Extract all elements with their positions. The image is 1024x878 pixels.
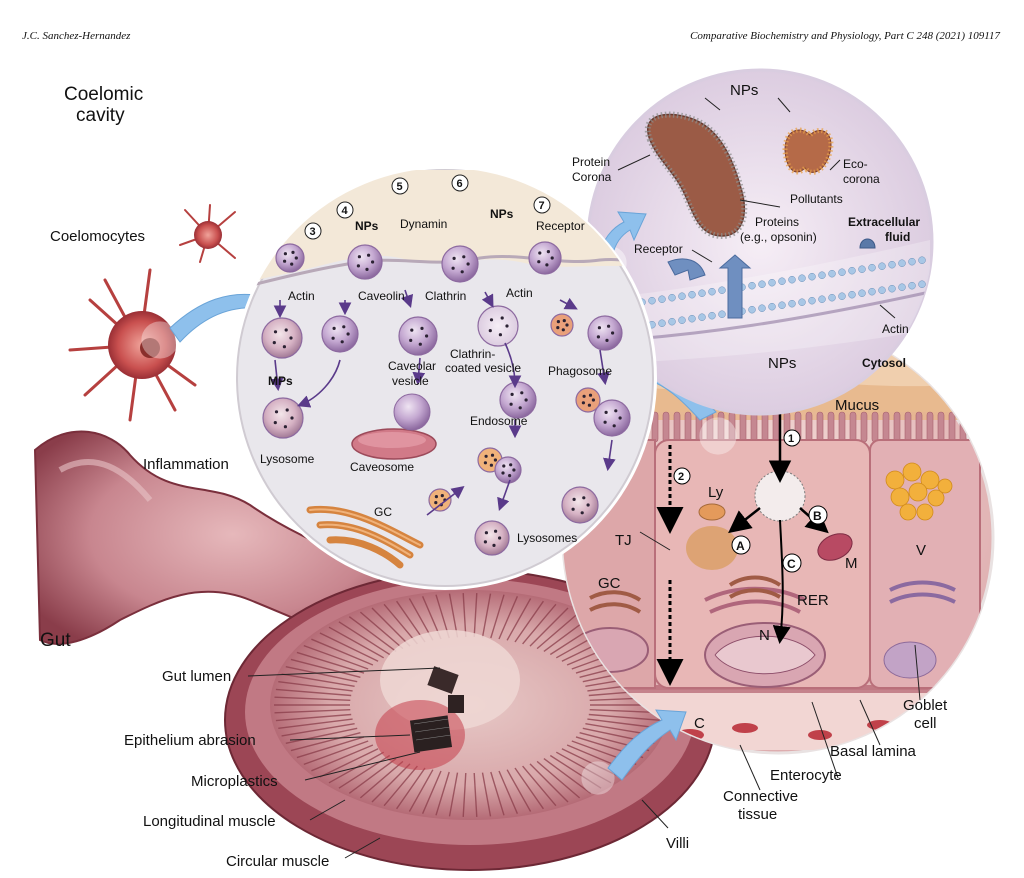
label-v: V xyxy=(916,542,926,559)
label-inflammation: Inflammation xyxy=(143,456,229,473)
label-mps: MPs xyxy=(268,374,293,388)
coelomocyte-small xyxy=(179,204,236,263)
label-coelomocytes: Coelomocytes xyxy=(50,228,145,245)
label-enterocyte: Enterocyte xyxy=(770,767,842,784)
zoom-spot-villi xyxy=(581,761,615,795)
label-dynamin: Dynamin xyxy=(400,217,447,231)
label-endo-nps-right: NPs xyxy=(490,207,514,221)
label-extracellular-fluid-1: Extracellular xyxy=(848,215,920,229)
label-corona-nps: NPs xyxy=(730,82,758,99)
step-number: 7 xyxy=(539,200,545,212)
header-journal: Comparative Biochemistry and Physiology,… xyxy=(690,30,1000,42)
caveosome xyxy=(351,393,437,460)
step-number: 5 xyxy=(397,181,403,193)
label-caveosome: Caveosome xyxy=(350,460,414,474)
label-villi: Villi xyxy=(666,835,689,852)
label-connective-tissue-2: tissue xyxy=(738,806,777,823)
label-basal-lamina: Basal lamina xyxy=(830,743,917,760)
svg-text:B: B xyxy=(813,509,822,523)
label-gut-lumen: Gut lumen xyxy=(162,668,231,685)
label-extracellular-fluid-2: fluid xyxy=(885,230,910,244)
label-endo-gc: GC xyxy=(374,505,392,519)
label-corona-receptor: Receptor xyxy=(634,242,683,256)
label-caveolar-vesicle-2: vesicle xyxy=(392,374,429,388)
endocytosis-zoom-circle: 3 4 5 6 7 xyxy=(233,166,657,590)
label-eco-corona-2: corona xyxy=(843,172,880,186)
label-goblet-cell-2: cell xyxy=(914,715,937,732)
label-phagosome: Phagosome xyxy=(548,364,612,378)
label-circular-muscle: Circular muscle xyxy=(226,853,329,870)
header-author: J.C. Sanchez-Hernandez xyxy=(22,30,131,42)
label-m: M xyxy=(845,555,858,572)
svg-text:2: 2 xyxy=(678,471,684,483)
step-number: 4 xyxy=(342,205,349,217)
label-proteins-2: (e.g., opsonin) xyxy=(740,230,817,244)
label-clathrin-vesicle-2: coated vesicle xyxy=(445,361,521,375)
label-coelomic-cavity-1: Coelomic xyxy=(64,84,143,105)
label-gut: Gut xyxy=(40,630,71,651)
label-epi-nps: NPs xyxy=(768,355,796,372)
zoom-arrow-villi xyxy=(607,709,687,781)
label-endosome: Endosome xyxy=(470,414,528,428)
label-microplastics: Microplastics xyxy=(191,773,278,790)
microplastics xyxy=(409,666,464,753)
label-protein-corona-2: Corona xyxy=(572,170,612,184)
label-eco-corona-1: Eco- xyxy=(843,157,868,171)
step-number: 3 xyxy=(310,226,316,238)
step-marker-6: 6 xyxy=(451,174,469,192)
label-actin-left: Actin xyxy=(288,289,315,303)
label-rer: RER xyxy=(797,592,829,609)
label-c: C xyxy=(694,715,705,732)
zoom-arrow-corona xyxy=(599,211,647,259)
label-coelomic-cavity-2: cavity xyxy=(76,105,125,126)
label-caveolar-vesicle-1: Caveolar xyxy=(388,359,436,373)
step-marker-4: 4 xyxy=(336,201,354,219)
coelomocyte-large xyxy=(68,268,197,422)
label-actin-right: Actin xyxy=(506,286,533,300)
label-tj: TJ xyxy=(615,532,632,549)
step-number: 6 xyxy=(457,178,463,190)
label-endo-nps-left: NPs xyxy=(355,219,379,233)
label-caveolin: Caveolin xyxy=(358,289,405,303)
label-protein-corona-1: Protein xyxy=(572,155,610,169)
svg-text:A: A xyxy=(736,539,745,553)
label-longitudinal-muscle: Longitudinal muscle xyxy=(143,813,276,830)
label-epithelium-abrasion: Epithelium abrasion xyxy=(124,732,256,749)
label-proteins-1: Proteins xyxy=(755,215,799,229)
route-markers: 1 2 B A C xyxy=(673,429,828,573)
step-marker-5: 5 xyxy=(391,177,409,195)
label-lysosome: Lysosome xyxy=(260,452,315,466)
label-connective-tissue-1: Connective xyxy=(723,788,798,805)
label-clathrin-vesicle-1: Clathrin- xyxy=(450,347,495,361)
label-lysosomes: Lysosomes xyxy=(517,531,577,545)
golgi-complex xyxy=(306,505,424,569)
label-clathrin: Clathrin xyxy=(425,289,466,303)
leader-lines xyxy=(247,97,921,859)
svg-text:C: C xyxy=(787,557,796,571)
label-ly: Ly xyxy=(708,484,724,501)
svg-text:1: 1 xyxy=(788,433,794,445)
step-marker-3: 3 xyxy=(304,222,322,240)
label-endo-receptor: Receptor xyxy=(536,219,585,233)
label-pollutants: Pollutants xyxy=(790,192,843,206)
corona-zoom-circle xyxy=(586,68,934,416)
label-goblet-cell-1: Goblet xyxy=(903,697,948,714)
label-mucus: Mucus xyxy=(835,397,879,414)
step-marker-7: 7 xyxy=(533,196,551,214)
label-cytosol: Cytosol xyxy=(862,356,906,370)
label-corona-actin: Actin xyxy=(882,322,909,336)
label-epi-gc: GC xyxy=(598,575,621,592)
label-n: N xyxy=(759,627,770,644)
vesicle-arrows xyxy=(270,289,616,516)
